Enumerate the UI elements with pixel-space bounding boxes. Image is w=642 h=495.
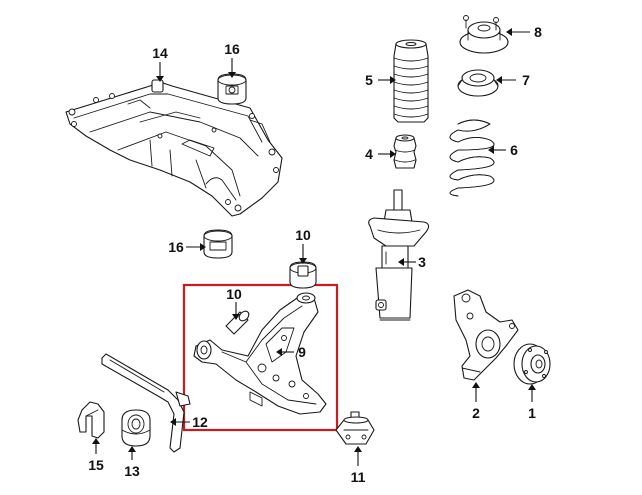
callout-labels: 14 16 16 10 10 9 11 12 13 15 2 1 3 4 5 6… bbox=[88, 24, 542, 485]
callout-13: 13 bbox=[124, 463, 140, 479]
callout-12: 12 bbox=[192, 414, 208, 430]
stabilizer-bushing[interactable] bbox=[121, 409, 151, 447]
wheel-hub[interactable] bbox=[513, 343, 551, 385]
steering-knuckle[interactable] bbox=[453, 289, 519, 381]
highlight-box bbox=[182, 283, 339, 432]
spring-seat[interactable] bbox=[457, 69, 499, 97]
control-arm-bushing-front[interactable] bbox=[225, 309, 251, 335]
callout-1: 1 bbox=[528, 405, 536, 421]
callout-3: 3 bbox=[418, 254, 426, 270]
lower-control-arm[interactable] bbox=[193, 292, 327, 415]
callout-2: 2 bbox=[472, 405, 480, 421]
stabilizer-bracket[interactable] bbox=[77, 401, 105, 439]
stabilizer-bar[interactable] bbox=[101, 353, 191, 453]
bump-stop[interactable] bbox=[393, 134, 417, 169]
subframe-bushing-lower[interactable] bbox=[203, 229, 233, 259]
callout-14: 15 bbox=[88, 457, 104, 473]
callout-10-rear: 10 bbox=[295, 227, 311, 243]
strut-dust-boot[interactable] bbox=[393, 39, 429, 123]
ball-joint[interactable] bbox=[335, 411, 375, 445]
callout-4: 4 bbox=[365, 146, 373, 162]
callout-10-front: 10 bbox=[226, 286, 242, 302]
callout-16-upper: 16 bbox=[224, 41, 240, 57]
subframe-bushing-upper[interactable] bbox=[217, 73, 247, 105]
callout-15: 14 bbox=[152, 45, 168, 61]
callout-16-lower: 16 bbox=[168, 239, 184, 255]
strut-assembly[interactable] bbox=[368, 189, 430, 321]
callout-7: 7 bbox=[522, 72, 530, 88]
control-arm-bushing-rear[interactable] bbox=[289, 261, 317, 289]
leader-arrowheads bbox=[92, 28, 536, 452]
callout-11: 11 bbox=[351, 469, 366, 485]
coil-spring[interactable] bbox=[449, 119, 495, 197]
callout-9: 9 bbox=[298, 344, 306, 360]
callout-5: 5 bbox=[365, 72, 373, 88]
callout-8: 8 bbox=[534, 24, 542, 40]
strut-mount[interactable] bbox=[459, 15, 509, 54]
subframe[interactable] bbox=[65, 79, 283, 217]
callout-6: 6 bbox=[510, 142, 518, 158]
